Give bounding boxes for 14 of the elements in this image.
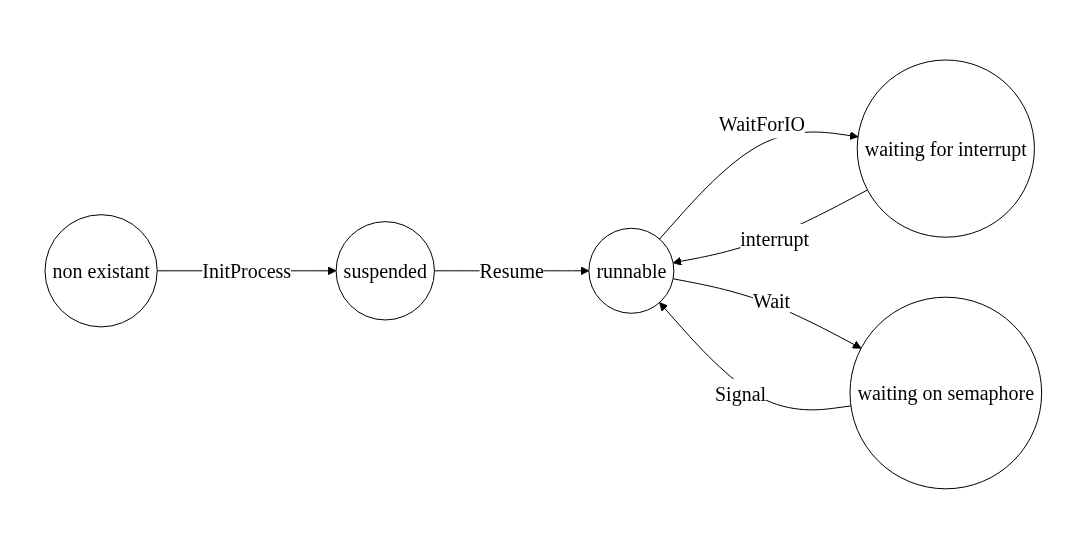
edge-label: WaitForIO: [718, 112, 805, 135]
node-circle: runnable: [588, 227, 675, 314]
node-circle: non existant: [44, 214, 158, 328]
node-circle: waiting on semaphore: [849, 296, 1042, 490]
edge-label: Signal: [714, 382, 766, 405]
edge-label: Resume: [479, 259, 544, 282]
arrow: [658, 302, 852, 411]
node-circle: suspended: [335, 221, 435, 321]
edge-label: InitProcess: [201, 259, 291, 282]
arrow: [672, 189, 868, 266]
arrow: [672, 278, 862, 349]
edge-label: interrupt: [739, 228, 809, 251]
node-circle: waiting for interrupt: [856, 59, 1035, 238]
edge-label: Wait: [752, 289, 790, 312]
